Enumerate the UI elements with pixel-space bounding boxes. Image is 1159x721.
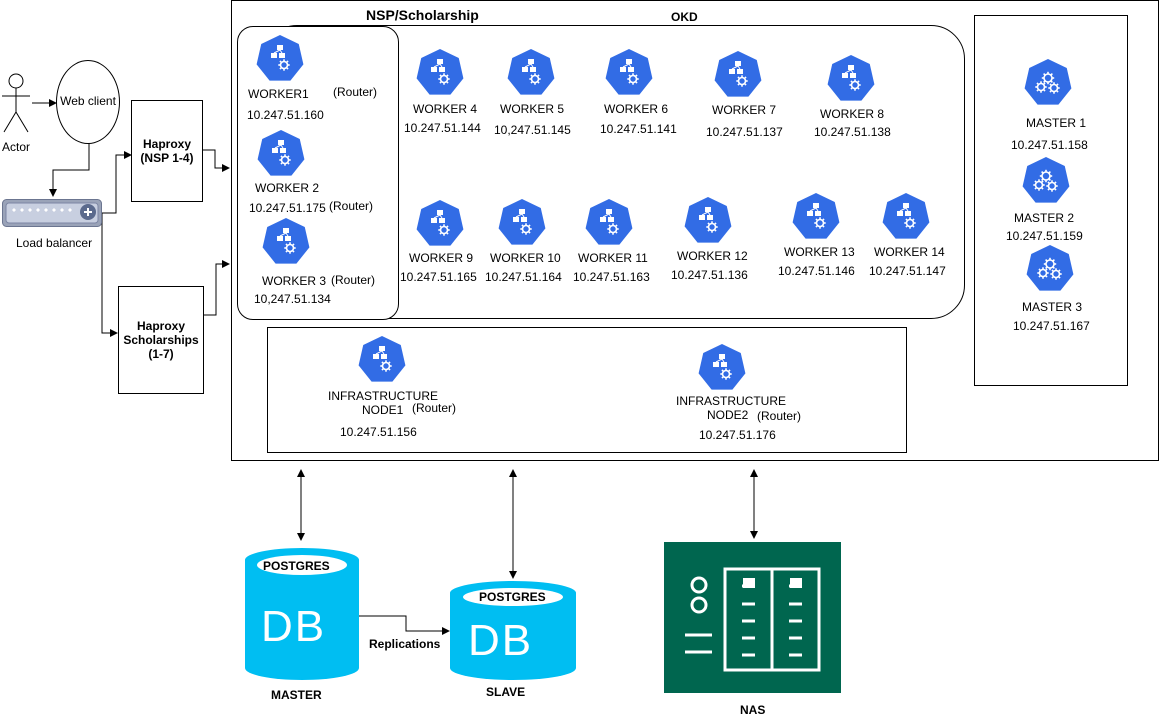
infra-ip: 10.247.51.176	[699, 428, 776, 442]
replication-arrow	[358, 615, 450, 635]
k8s-worker-icon	[253, 32, 307, 86]
webclient-to-lb-arrow	[49, 143, 90, 197]
worker-ip: 10.247.51.136	[671, 268, 748, 282]
db-master-glyph: DB	[261, 602, 327, 651]
worker-ip: 10.247.51.163	[573, 270, 650, 284]
master-ip: 10.247.51.159	[1006, 229, 1083, 243]
router-tag: (Router)	[331, 273, 376, 287]
worker-name: WORKER 7	[712, 103, 777, 117]
db-master-tag: POSTGRES	[263, 559, 330, 573]
haproxy-scholarships-title: Haproxy	[136, 319, 186, 333]
worker-ip: 10.247.51.160	[247, 108, 324, 122]
worker-ip: 10.247.51.175	[249, 201, 326, 215]
master-name: MASTER 3	[1022, 300, 1083, 314]
infra-name-line2: NODE1	[362, 403, 404, 417]
db-slave-label: SLAVE	[486, 685, 526, 699]
actor-label: Actor	[2, 140, 31, 154]
k8s-worker-icon	[504, 46, 558, 100]
router-tag: (Router)	[333, 85, 378, 99]
worker-ip: 10,247.51.145	[494, 123, 571, 137]
infra-name-line2: NODE2	[707, 408, 749, 422]
worker-name: WORKER 4	[413, 102, 478, 116]
db-slave-tag: POSTGRES	[479, 590, 546, 604]
router-tag: (Router)	[329, 199, 374, 213]
k8s-worker-icon	[789, 190, 843, 244]
master-ip: 10.247.51.158	[1011, 138, 1088, 152]
masters-group	[974, 15, 1128, 386]
infra-group	[267, 327, 907, 453]
k8s-worker-icon	[602, 46, 656, 100]
worker-name: WORKER 6	[604, 102, 669, 116]
web-client-node[interactable]: Web client	[56, 60, 120, 144]
master-name: MASTER 2	[1014, 211, 1075, 225]
infra-name-line1: INFRASTRUCTURE	[676, 394, 786, 408]
router-tag: (Router)	[757, 409, 802, 423]
db-slave-glyph: DB	[468, 616, 534, 665]
worker-ip: 10,247.51.134	[254, 292, 331, 306]
haproxy-nsp-range: (NSP 1-4)	[140, 151, 194, 165]
haproxy-scholarships-box[interactable]: Haproxy Scholarships (1-7)	[118, 286, 204, 394]
haproxy-nsp-to-okd-arrow	[202, 149, 230, 172]
worker-name: WORKER 14	[874, 245, 945, 259]
k8s-worker-icon	[582, 196, 636, 250]
k8s-worker-icon	[681, 194, 735, 248]
worker-name: WORKER 10	[490, 251, 561, 265]
lb-to-haproxy-nsp-arrow	[100, 151, 132, 214]
k8s-worker-icon	[413, 46, 467, 100]
db-master-label: MASTER	[271, 688, 322, 702]
worker-ip: 10.247.51.138	[814, 125, 891, 139]
infra-ip: 10.247.51.156	[340, 425, 417, 439]
actor-icon	[2, 73, 30, 133]
k8s-master-icon	[1021, 56, 1075, 110]
haproxy-scholarships-range: (1-7)	[148, 347, 174, 361]
haproxy-nsp-title: Haproxy	[142, 137, 192, 151]
worker-name: WORKER 11	[578, 251, 648, 265]
k8s-master-icon	[1023, 242, 1077, 296]
worker-ip: 10.247.51.165	[400, 270, 477, 284]
worker-name: WORKER1	[248, 87, 309, 101]
router-tag: (Router)	[412, 401, 457, 415]
worker-name: WORKER 3	[262, 274, 327, 288]
worker-ip: 10.247.51.144	[404, 121, 481, 135]
k8s-worker-icon	[254, 127, 308, 181]
nas-label: NAS	[740, 703, 766, 717]
k8s-master-icon	[1019, 154, 1073, 208]
worker-name: WORKER 13	[784, 245, 855, 259]
nsp-group-title: NSP/Scholarship	[366, 7, 479, 23]
k8s-worker-icon	[259, 215, 313, 269]
worker-ip: 10.247.51.164	[485, 270, 562, 284]
lb-to-haproxy-scholarships-arrow	[100, 212, 118, 337]
master-name: MASTER 1	[1026, 116, 1087, 130]
db-slave-icon	[450, 581, 576, 680]
worker-name: WORKER 5	[500, 102, 565, 116]
haproxy-nsp-box[interactable]: Haproxy (NSP 1-4)	[131, 100, 203, 202]
worker-name: WORKER 2	[255, 181, 320, 195]
worker-ip: 10.247.51.146	[778, 264, 855, 278]
master-ip: 10.247.51.167	[1013, 319, 1090, 333]
k8s-infra-icon	[695, 341, 749, 395]
worker-name: WORKER 12	[677, 249, 748, 263]
okd-group-title: OKD	[671, 10, 698, 24]
db-master-icon	[245, 548, 359, 680]
k8s-worker-icon	[711, 48, 765, 102]
worker-ip: 10.247.51.141	[600, 122, 677, 136]
replications-label: Replications	[369, 637, 441, 651]
worker-name: WORKER 9	[409, 251, 474, 265]
k8s-worker-icon	[413, 197, 467, 251]
web-client-label: Web client	[60, 94, 116, 108]
k8s-worker-icon	[879, 190, 933, 244]
haproxy-scholarships-subtitle: Scholarships	[123, 333, 199, 347]
worker-name: WORKER 8	[820, 107, 885, 121]
haproxy-scholarships-to-okd-arrow	[204, 260, 230, 316]
k8s-infra-icon	[355, 333, 409, 387]
worker-ip: 10.247.51.137	[706, 125, 783, 139]
k8s-worker-icon	[824, 52, 878, 106]
load-balancer-label: Load balancer	[16, 236, 93, 250]
load-balancer-icon	[2, 199, 102, 227]
nas-icon	[664, 542, 841, 693]
infra-name-line1: INFRASTRUCTURE	[328, 389, 438, 403]
worker-ip: 10.247.51.147	[869, 264, 946, 278]
k8s-worker-icon	[495, 196, 549, 250]
